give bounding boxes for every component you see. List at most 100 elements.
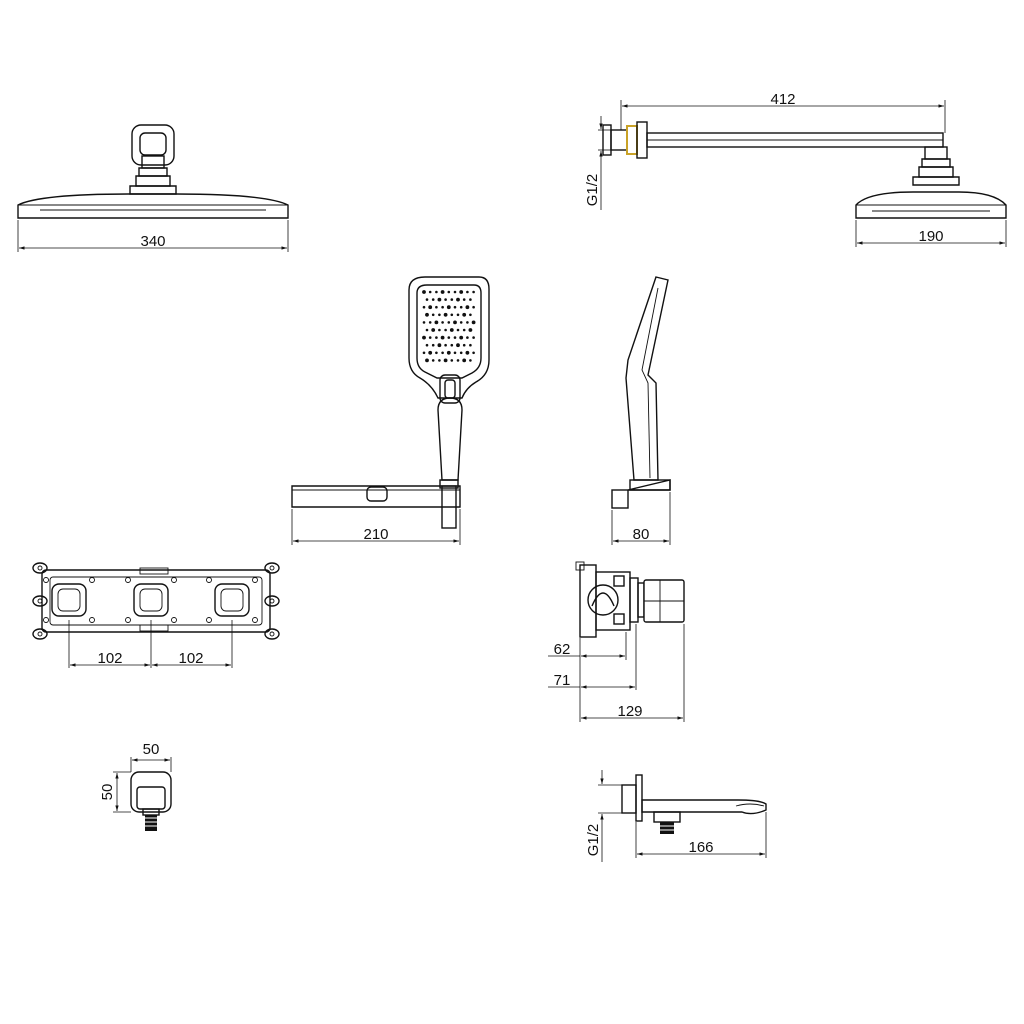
- spray-nozzle: [438, 313, 441, 317]
- dim-label-166: 166: [688, 839, 713, 856]
- spray-nozzle: [453, 290, 457, 294]
- spray-nozzle: [435, 305, 438, 309]
- spray-nozzle: [450, 359, 454, 362]
- spray-nozzle: [431, 328, 436, 332]
- dim-label-71: 71: [554, 672, 571, 689]
- spray-nozzle: [435, 336, 438, 339]
- spray-nozzle: [459, 305, 463, 309]
- spray-nozzle: [444, 343, 447, 347]
- spray-nozzle: [434, 320, 439, 325]
- spray-nozzle: [440, 335, 445, 340]
- spray-nozzle: [453, 336, 457, 339]
- spray-nozzle: [469, 298, 472, 301]
- dim-label-spout-thread: G1/2: [585, 824, 602, 857]
- mounting-ear: [32, 562, 48, 574]
- spray-nozzle: [438, 328, 441, 332]
- dim-spout-length: 166: [635, 812, 767, 858]
- spray-nozzle: [450, 298, 454, 301]
- spray-nozzle: [425, 298, 429, 301]
- spray-nozzle: [441, 321, 444, 324]
- spray-nozzle: [440, 290, 445, 294]
- valve-ports: [43, 577, 258, 623]
- dim-label-102-right: 102: [178, 650, 203, 667]
- spray-nozzle: [441, 351, 444, 355]
- hand-shower-side-view: [611, 276, 671, 509]
- spray-nozzle: [443, 312, 448, 317]
- spray-nozzle: [468, 328, 473, 332]
- dim-label-50-width: 50: [143, 741, 160, 758]
- dim-arm-thread: G1/2: [584, 116, 612, 210]
- spray-nozzle: [472, 351, 475, 355]
- dim-bracket-width: 210: [291, 509, 461, 545]
- dim-box-depth: 62 71 129: [548, 624, 685, 722]
- spray-nozzle: [449, 328, 454, 332]
- dim-label-62: 62: [554, 641, 571, 658]
- dim-label-50-height: 50: [99, 784, 116, 801]
- mounting-ear: [264, 628, 280, 640]
- dim-spout-thread: G1/2: [585, 770, 622, 862]
- spray-nozzle: [444, 298, 447, 301]
- spray-nozzle: [456, 297, 460, 302]
- spray-nozzle: [456, 359, 460, 362]
- spray-nozzle: [422, 335, 426, 340]
- shower-arm-side-view: [602, 121, 1007, 219]
- spray-nozzle: [459, 335, 464, 340]
- dim-label-129: 129: [617, 703, 642, 720]
- dim-label-arm-thread: G1/2: [584, 174, 601, 207]
- spray-nozzle: [447, 336, 451, 339]
- spray-nozzle: [469, 343, 472, 347]
- dim-label-340: 340: [140, 233, 165, 250]
- spray-nozzle: [462, 298, 466, 301]
- mounting-ears: [32, 562, 280, 640]
- dim-arm-length: 412: [620, 91, 946, 133]
- spray-nozzle: [453, 320, 457, 325]
- mounting-ear: [32, 595, 48, 607]
- wall-outlet-elbow: [130, 771, 172, 831]
- dim-head-side-width: 190: [855, 220, 1007, 247]
- valve-port: [206, 577, 258, 623]
- spray-nozzle: [428, 336, 432, 339]
- spray-nozzle: [447, 290, 451, 294]
- bath-spout: [621, 774, 767, 834]
- spray-nozzle: [453, 351, 457, 355]
- spray-nozzle: [459, 321, 463, 324]
- spray-nozzle: [462, 312, 467, 317]
- spray-nozzle: [466, 321, 469, 324]
- spray-nozzle: [437, 343, 442, 348]
- spray-nozzle: [425, 328, 429, 332]
- spray-nozzle: [462, 358, 467, 363]
- spray-nozzle: [435, 351, 438, 355]
- spray-nozzle: [441, 305, 444, 309]
- spray-nozzle: [469, 359, 472, 362]
- spray-nozzle: [465, 350, 470, 355]
- spray-nozzle: [446, 305, 451, 310]
- spray-nozzle: [431, 359, 435, 362]
- spray-nozzle: [428, 305, 433, 310]
- dim-head-front-width: 340: [17, 220, 289, 252]
- valve-box-front-view: [32, 562, 280, 640]
- dim-handshower-depth: 80: [611, 492, 671, 545]
- dim-label-80: 80: [633, 526, 650, 543]
- mounting-ear: [264, 595, 280, 607]
- spray-nozzle: [447, 321, 451, 324]
- hand-shower-front-view: [291, 276, 490, 529]
- spray-nozzle: [437, 297, 442, 302]
- spray-nozzle: [456, 313, 460, 317]
- spray-nozzle: [422, 351, 426, 355]
- dim-label-210: 210: [363, 526, 388, 543]
- spray-nozzle: [422, 290, 426, 294]
- dim-label-412: 412: [770, 91, 795, 108]
- mounting-ear: [32, 628, 48, 640]
- spray-nozzle: [469, 313, 472, 317]
- spray-nozzle: [453, 305, 457, 309]
- dim-valve-spacing: 102 102: [68, 620, 233, 668]
- spray-nozzle: [450, 313, 454, 317]
- spray-nozzle: [428, 290, 432, 294]
- spray-nozzle: [425, 358, 429, 363]
- spray-nozzle: [425, 343, 429, 347]
- spray-nozzle: [422, 321, 426, 324]
- dim-label-102-left: 102: [97, 650, 122, 667]
- spray-nozzle: [435, 290, 438, 294]
- spray-nozzle: [472, 305, 475, 309]
